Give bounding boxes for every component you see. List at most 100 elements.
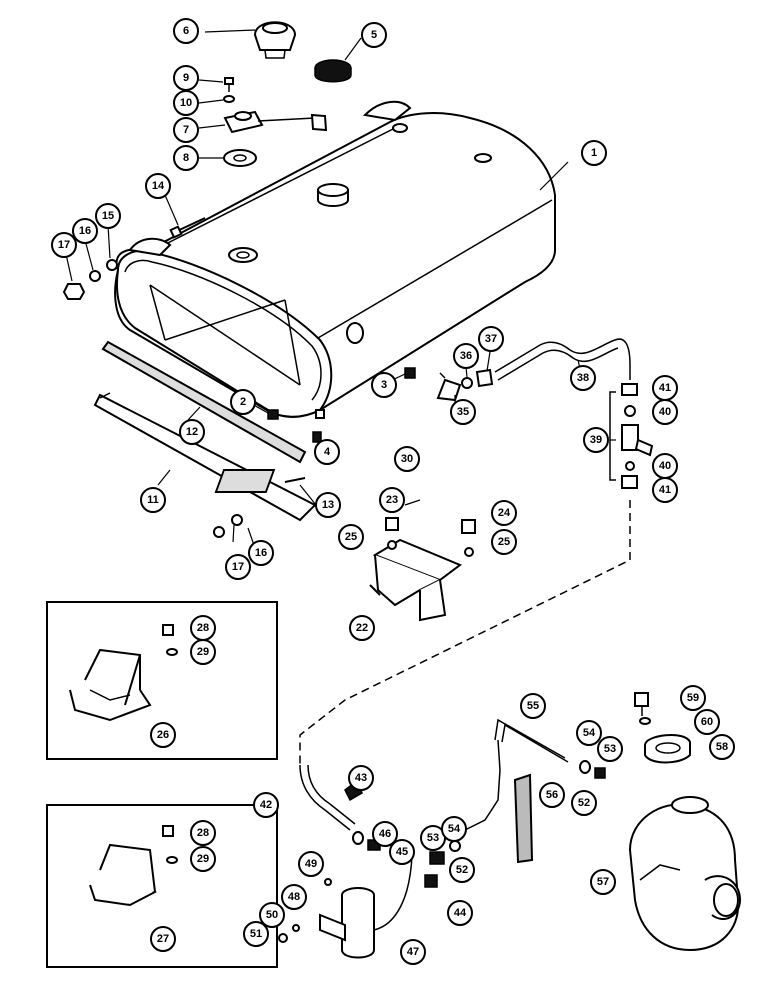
callout-label: 24 — [498, 507, 511, 519]
callout-circle — [576, 720, 602, 746]
callout-39: 39 — [583, 427, 609, 453]
screw-part — [224, 77, 234, 92]
callout-57: 57 — [590, 869, 616, 895]
callout-label: 25 — [345, 531, 357, 543]
callout-28: 28 — [190, 615, 216, 641]
callout-label: 9 — [183, 72, 189, 84]
callout-label: 3 — [381, 379, 387, 391]
callout-16: 16 — [72, 218, 98, 244]
callout-45: 45 — [389, 839, 415, 865]
callout-circle — [491, 529, 517, 555]
callout-36: 36 — [453, 343, 479, 369]
callout-circle — [190, 820, 216, 846]
callout-circle — [51, 232, 77, 258]
callout-label: 58 — [716, 741, 728, 753]
callout-label: 16 — [255, 547, 267, 559]
callout-label: 29 — [197, 853, 209, 865]
callout-35: 35 — [450, 399, 476, 425]
callout-circle — [491, 500, 517, 526]
fitting-part — [424, 874, 438, 888]
callout-label: 50 — [266, 909, 278, 921]
callout-circle — [150, 926, 176, 952]
callout-47: 47 — [400, 939, 426, 965]
callout-55: 55 — [520, 693, 546, 719]
callout-label: 48 — [288, 891, 300, 903]
callout-label: 8 — [183, 152, 189, 164]
callout-7: 7 — [173, 117, 199, 143]
callout-label: 54 — [583, 727, 596, 739]
callout-label: 39 — [590, 434, 602, 446]
screw-part — [324, 878, 332, 886]
inset-bracket-27 — [46, 804, 278, 968]
callout-14: 14 — [145, 173, 171, 199]
callout-label: 25 — [498, 536, 510, 548]
nut-part — [213, 526, 225, 538]
callout-circle — [581, 140, 607, 166]
callout-label: 4 — [324, 446, 331, 458]
callout-label: 52 — [578, 797, 590, 809]
callout-27: 27 — [150, 926, 176, 952]
callout-label: 30 — [401, 453, 413, 465]
shutoff-valve-part — [609, 383, 654, 489]
callout-16: 16 — [248, 540, 274, 566]
callout-50: 50 — [259, 902, 285, 928]
callout-label: 43 — [355, 772, 367, 784]
callout-label: 2 — [240, 396, 246, 408]
fuel-line-part — [494, 718, 566, 759]
callout-circle — [361, 22, 387, 48]
callout-41: 41 — [652, 375, 678, 401]
callout-label: 44 — [454, 907, 467, 919]
bolt-part — [461, 519, 476, 534]
callout-circle — [315, 492, 341, 518]
callout-circle — [441, 816, 467, 842]
callout-10: 10 — [173, 90, 199, 116]
callout-5: 5 — [361, 22, 387, 48]
callout-53: 53 — [597, 736, 623, 762]
callout-circle — [453, 343, 479, 369]
callout-label: 27 — [157, 933, 169, 945]
callout-label: 12 — [186, 426, 198, 438]
callout-label: 17 — [232, 561, 244, 573]
washer-part — [106, 259, 118, 271]
callout-circle — [173, 117, 199, 143]
callout-circle — [348, 765, 374, 791]
sediment-pad-part — [214, 469, 276, 493]
callout-circle — [190, 846, 216, 872]
callout-29: 29 — [190, 639, 216, 665]
callout-circle — [570, 365, 596, 391]
hose-part — [513, 773, 534, 864]
gasket-ring-part — [223, 149, 257, 167]
drain-fitting-part — [267, 409, 279, 420]
callout-38: 38 — [570, 365, 596, 391]
fuel-tank — [114, 100, 556, 419]
callout-49: 49 — [298, 851, 324, 877]
sleeve-part — [449, 840, 461, 852]
callout-51: 51 — [243, 921, 269, 947]
callout-circle — [590, 869, 616, 895]
callout-label: 29 — [197, 646, 209, 658]
nut-part — [429, 851, 445, 865]
callout-43: 43 — [348, 765, 374, 791]
callout-circle — [571, 790, 597, 816]
callout-15: 15 — [95, 203, 121, 229]
callout-circle — [190, 639, 216, 665]
callout-label: 35 — [457, 406, 469, 418]
callout-46: 46 — [372, 821, 398, 847]
washer-part — [639, 717, 651, 725]
callout-circle — [539, 782, 565, 808]
callout-40: 40 — [652, 453, 678, 479]
callout-12: 12 — [179, 419, 205, 445]
callout-59: 59 — [680, 685, 706, 711]
callout-circle — [230, 389, 256, 415]
callout-label: 6 — [183, 25, 189, 37]
callout-label: 47 — [407, 946, 419, 958]
callout-circle — [372, 821, 398, 847]
callout-circle — [259, 902, 285, 928]
callout-circle — [72, 218, 98, 244]
bolt-part — [284, 477, 306, 483]
callout-label: 7 — [183, 124, 189, 136]
callout-circle — [140, 487, 166, 513]
washer-part — [223, 95, 235, 103]
callout-25: 25 — [491, 529, 517, 555]
